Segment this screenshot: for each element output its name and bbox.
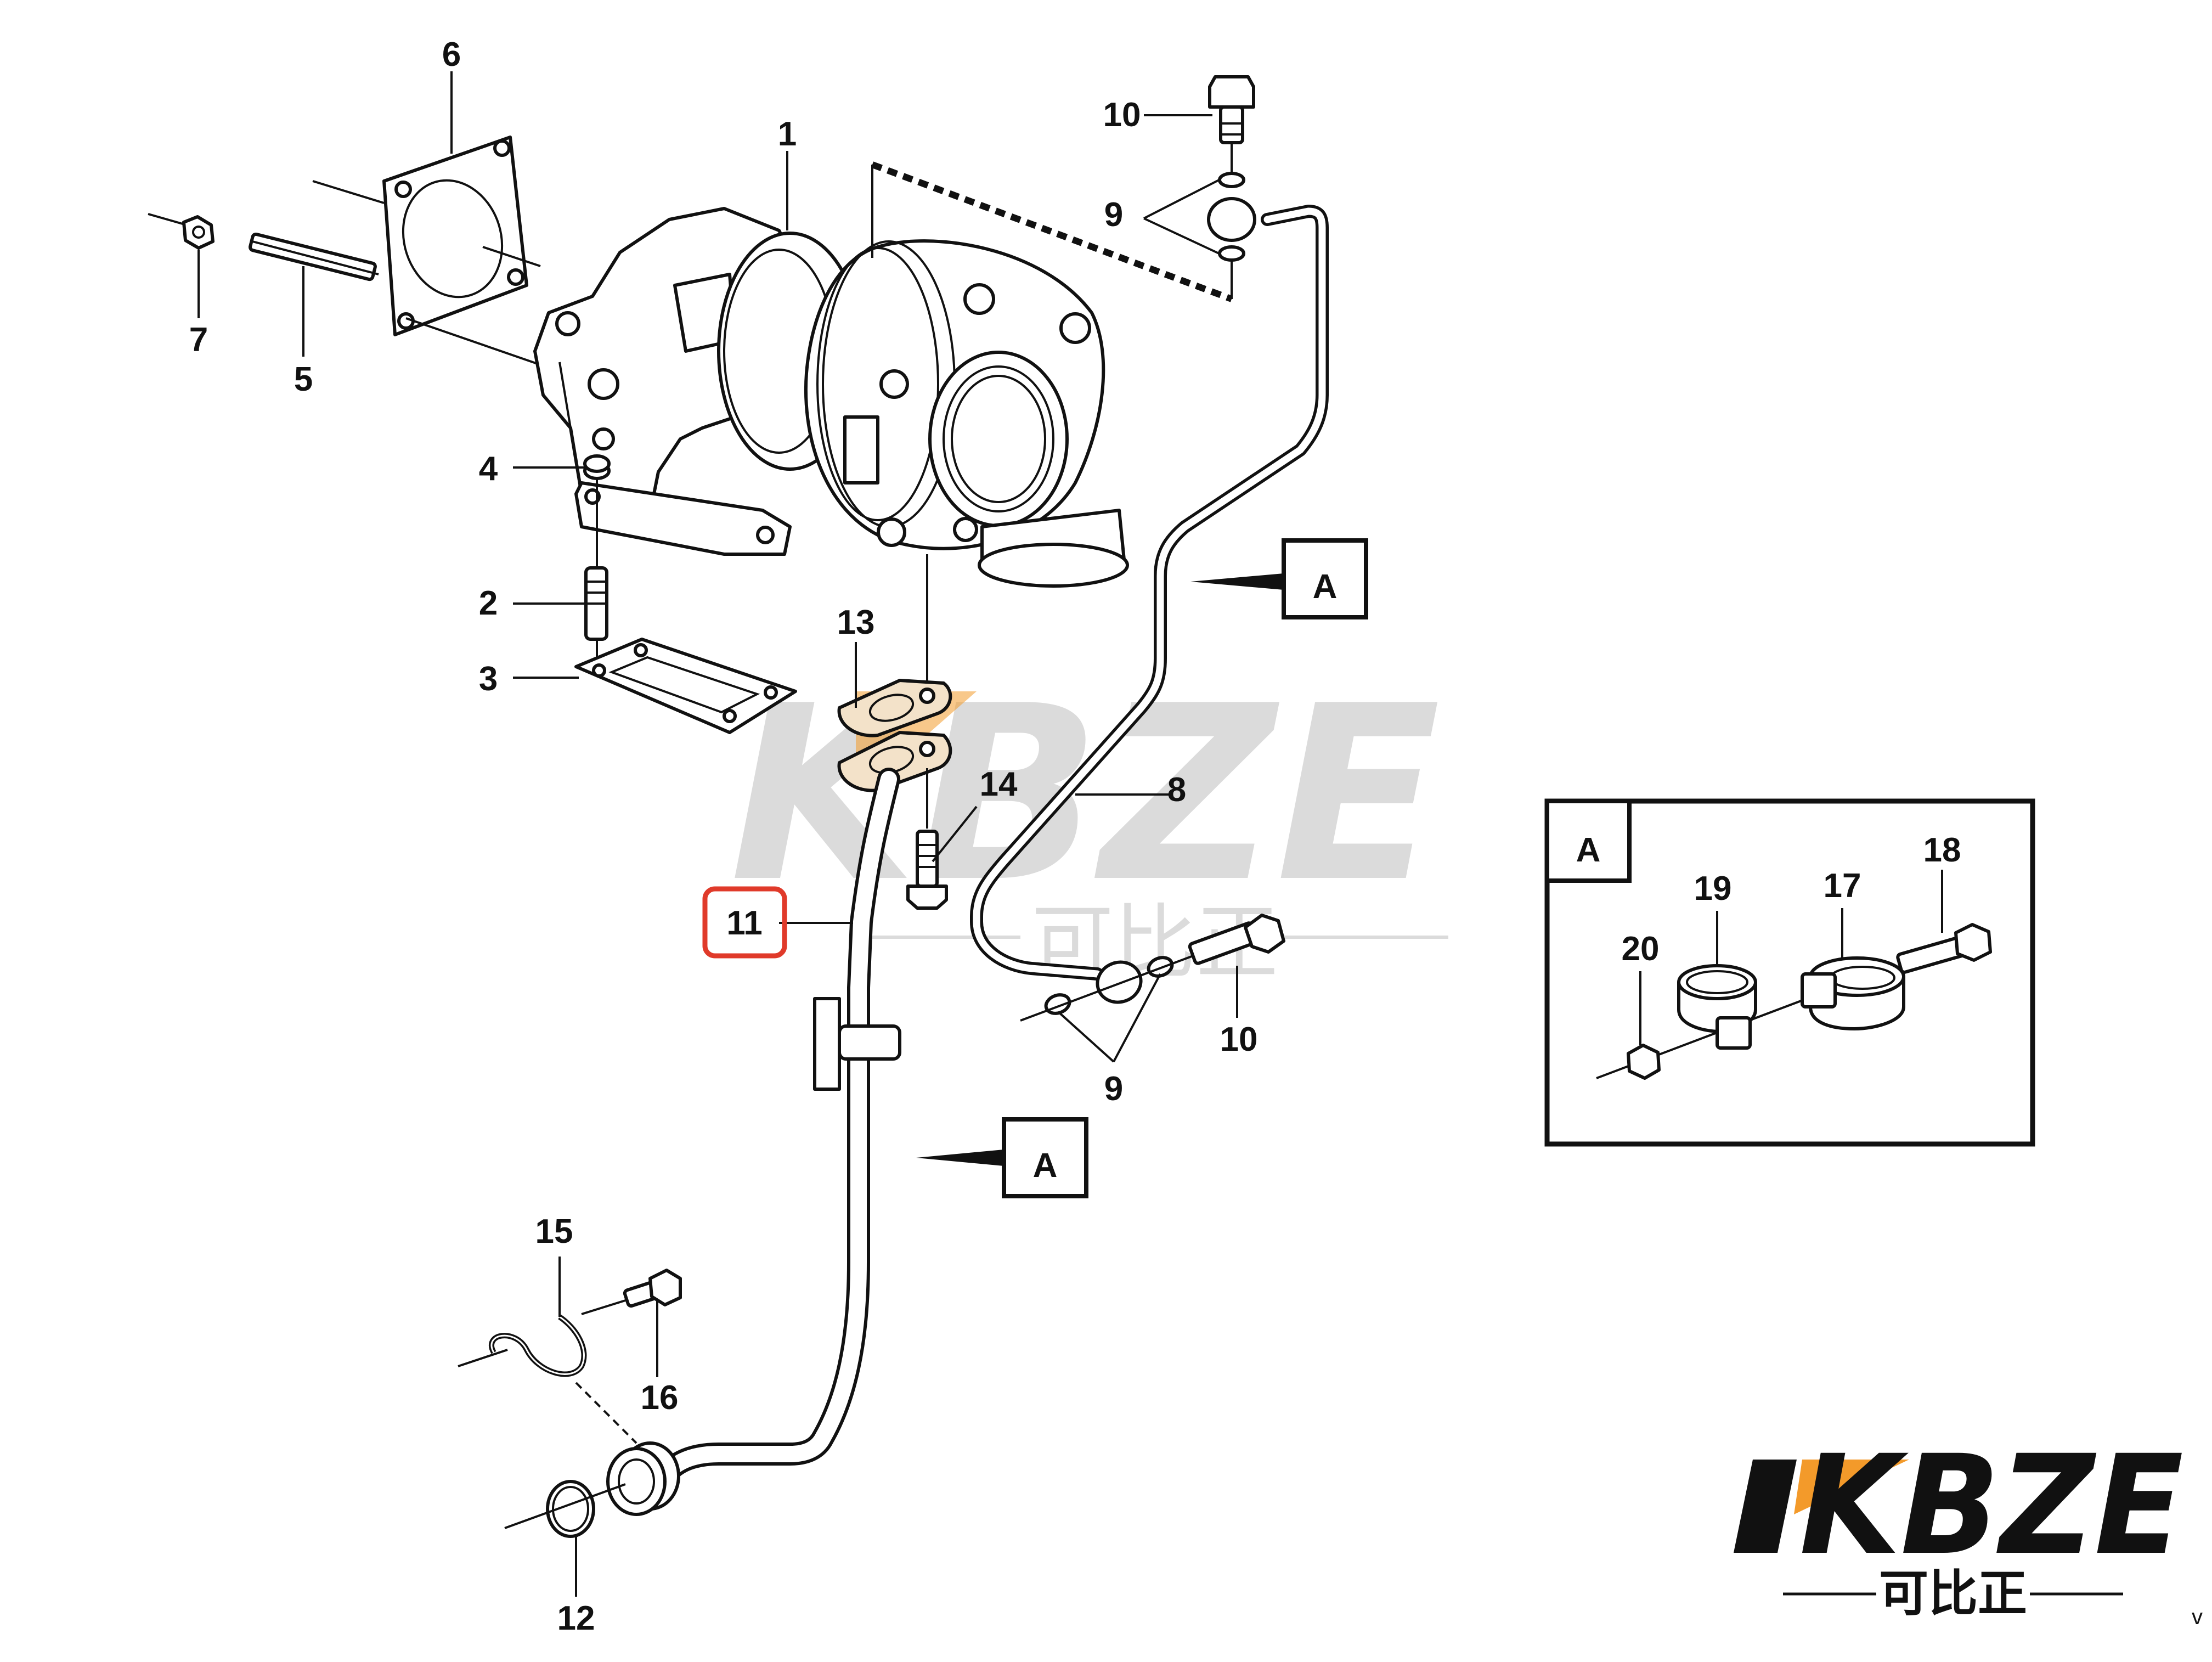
callout-2: 2 xyxy=(479,584,498,622)
callout-15: 15 xyxy=(535,1213,573,1250)
part-pipe-bracket xyxy=(813,997,901,1091)
logo-subtitle: 可比正 xyxy=(1879,1565,2027,1622)
leader-lines xyxy=(198,71,1943,1597)
callout-11-highlight xyxy=(702,886,787,959)
center-line xyxy=(458,1349,508,1367)
part-bolt-14 xyxy=(906,830,948,910)
part-banjo-top xyxy=(1207,172,1256,262)
center-line xyxy=(504,1483,626,1529)
callout-19: 19 xyxy=(1694,870,1732,908)
part-stud xyxy=(584,566,608,641)
part-hose-end xyxy=(606,1441,680,1516)
view-marker-letter: A xyxy=(1313,568,1338,606)
view-marker-a-lower: A xyxy=(916,1117,1088,1198)
callout-18: 18 xyxy=(1923,831,1961,869)
logo-k-stem xyxy=(1734,1460,1797,1553)
callout-5: 5 xyxy=(294,360,313,398)
center-line xyxy=(1020,954,1197,1022)
callout-16: 16 xyxy=(641,1379,679,1417)
callout-10-top: 10 xyxy=(1103,96,1141,134)
part-bolt-10-bottom xyxy=(1188,914,1285,965)
detail-part-nut xyxy=(1627,1044,1661,1080)
callout-6: 6 xyxy=(442,36,461,74)
part-bolt-16 xyxy=(623,1269,682,1308)
dashed-connector xyxy=(871,161,1233,302)
part-nut xyxy=(182,215,215,250)
corner-text: v xyxy=(2192,1605,2203,1629)
detail-a-label: A xyxy=(1576,831,1601,869)
watermark: KBZE 可比正 xyxy=(730,654,1448,991)
callout-10-bottom: 10 xyxy=(1220,1021,1258,1058)
detail-part-bolt xyxy=(1896,923,1992,974)
part-bolt-10-top xyxy=(1208,75,1255,144)
callout-17: 17 xyxy=(1824,867,1861,905)
view-marker-letter-2: A xyxy=(1033,1147,1058,1185)
part-base-gasket xyxy=(574,638,797,734)
logo-k-chevron xyxy=(1794,1460,1909,1514)
detail-a-panel: A xyxy=(1544,798,2035,1147)
center-line xyxy=(581,1299,626,1315)
center-line xyxy=(148,213,187,226)
callout-20: 20 xyxy=(1622,930,1660,968)
view-marker-a-upper: A xyxy=(1190,538,1368,619)
part-drain-gasket xyxy=(837,678,952,737)
callout-labels: 1 2 3 4 5 6 7 8 9 10 11 12 13 14 15 16 9… xyxy=(189,36,1961,1637)
callout-7: 7 xyxy=(189,321,208,359)
part-o-ring xyxy=(546,1480,595,1538)
detail-part-clamp-17 xyxy=(1801,956,1905,1030)
part-turbocharger xyxy=(533,207,1129,588)
part-flange-gasket xyxy=(382,136,528,336)
part-washer xyxy=(583,454,611,480)
callout-9-top: 9 xyxy=(1104,196,1123,234)
center-line xyxy=(405,317,549,369)
callout-1: 1 xyxy=(778,115,797,153)
callout-12: 12 xyxy=(557,1599,595,1637)
center-line xyxy=(312,180,385,204)
callout-14: 14 xyxy=(980,765,1018,803)
part-drain-flange xyxy=(837,730,952,792)
callout-13: 13 xyxy=(837,604,875,641)
callout-8: 8 xyxy=(1167,771,1186,809)
brand-logo: KBZE 可比正 xyxy=(1734,1426,2183,1622)
center-line xyxy=(575,1382,637,1444)
part-spring-clip xyxy=(489,1314,587,1377)
callout-4: 4 xyxy=(479,450,498,488)
part-stud-bolt xyxy=(249,232,379,281)
callout-3: 3 xyxy=(479,660,498,698)
callout-11: 11 xyxy=(726,904,763,942)
detail-part-clamp xyxy=(1677,964,1757,1050)
center-line xyxy=(482,246,541,267)
logo-text: KBZE xyxy=(1799,1426,2183,1585)
callout-9-bottom: 9 xyxy=(1104,1070,1123,1108)
